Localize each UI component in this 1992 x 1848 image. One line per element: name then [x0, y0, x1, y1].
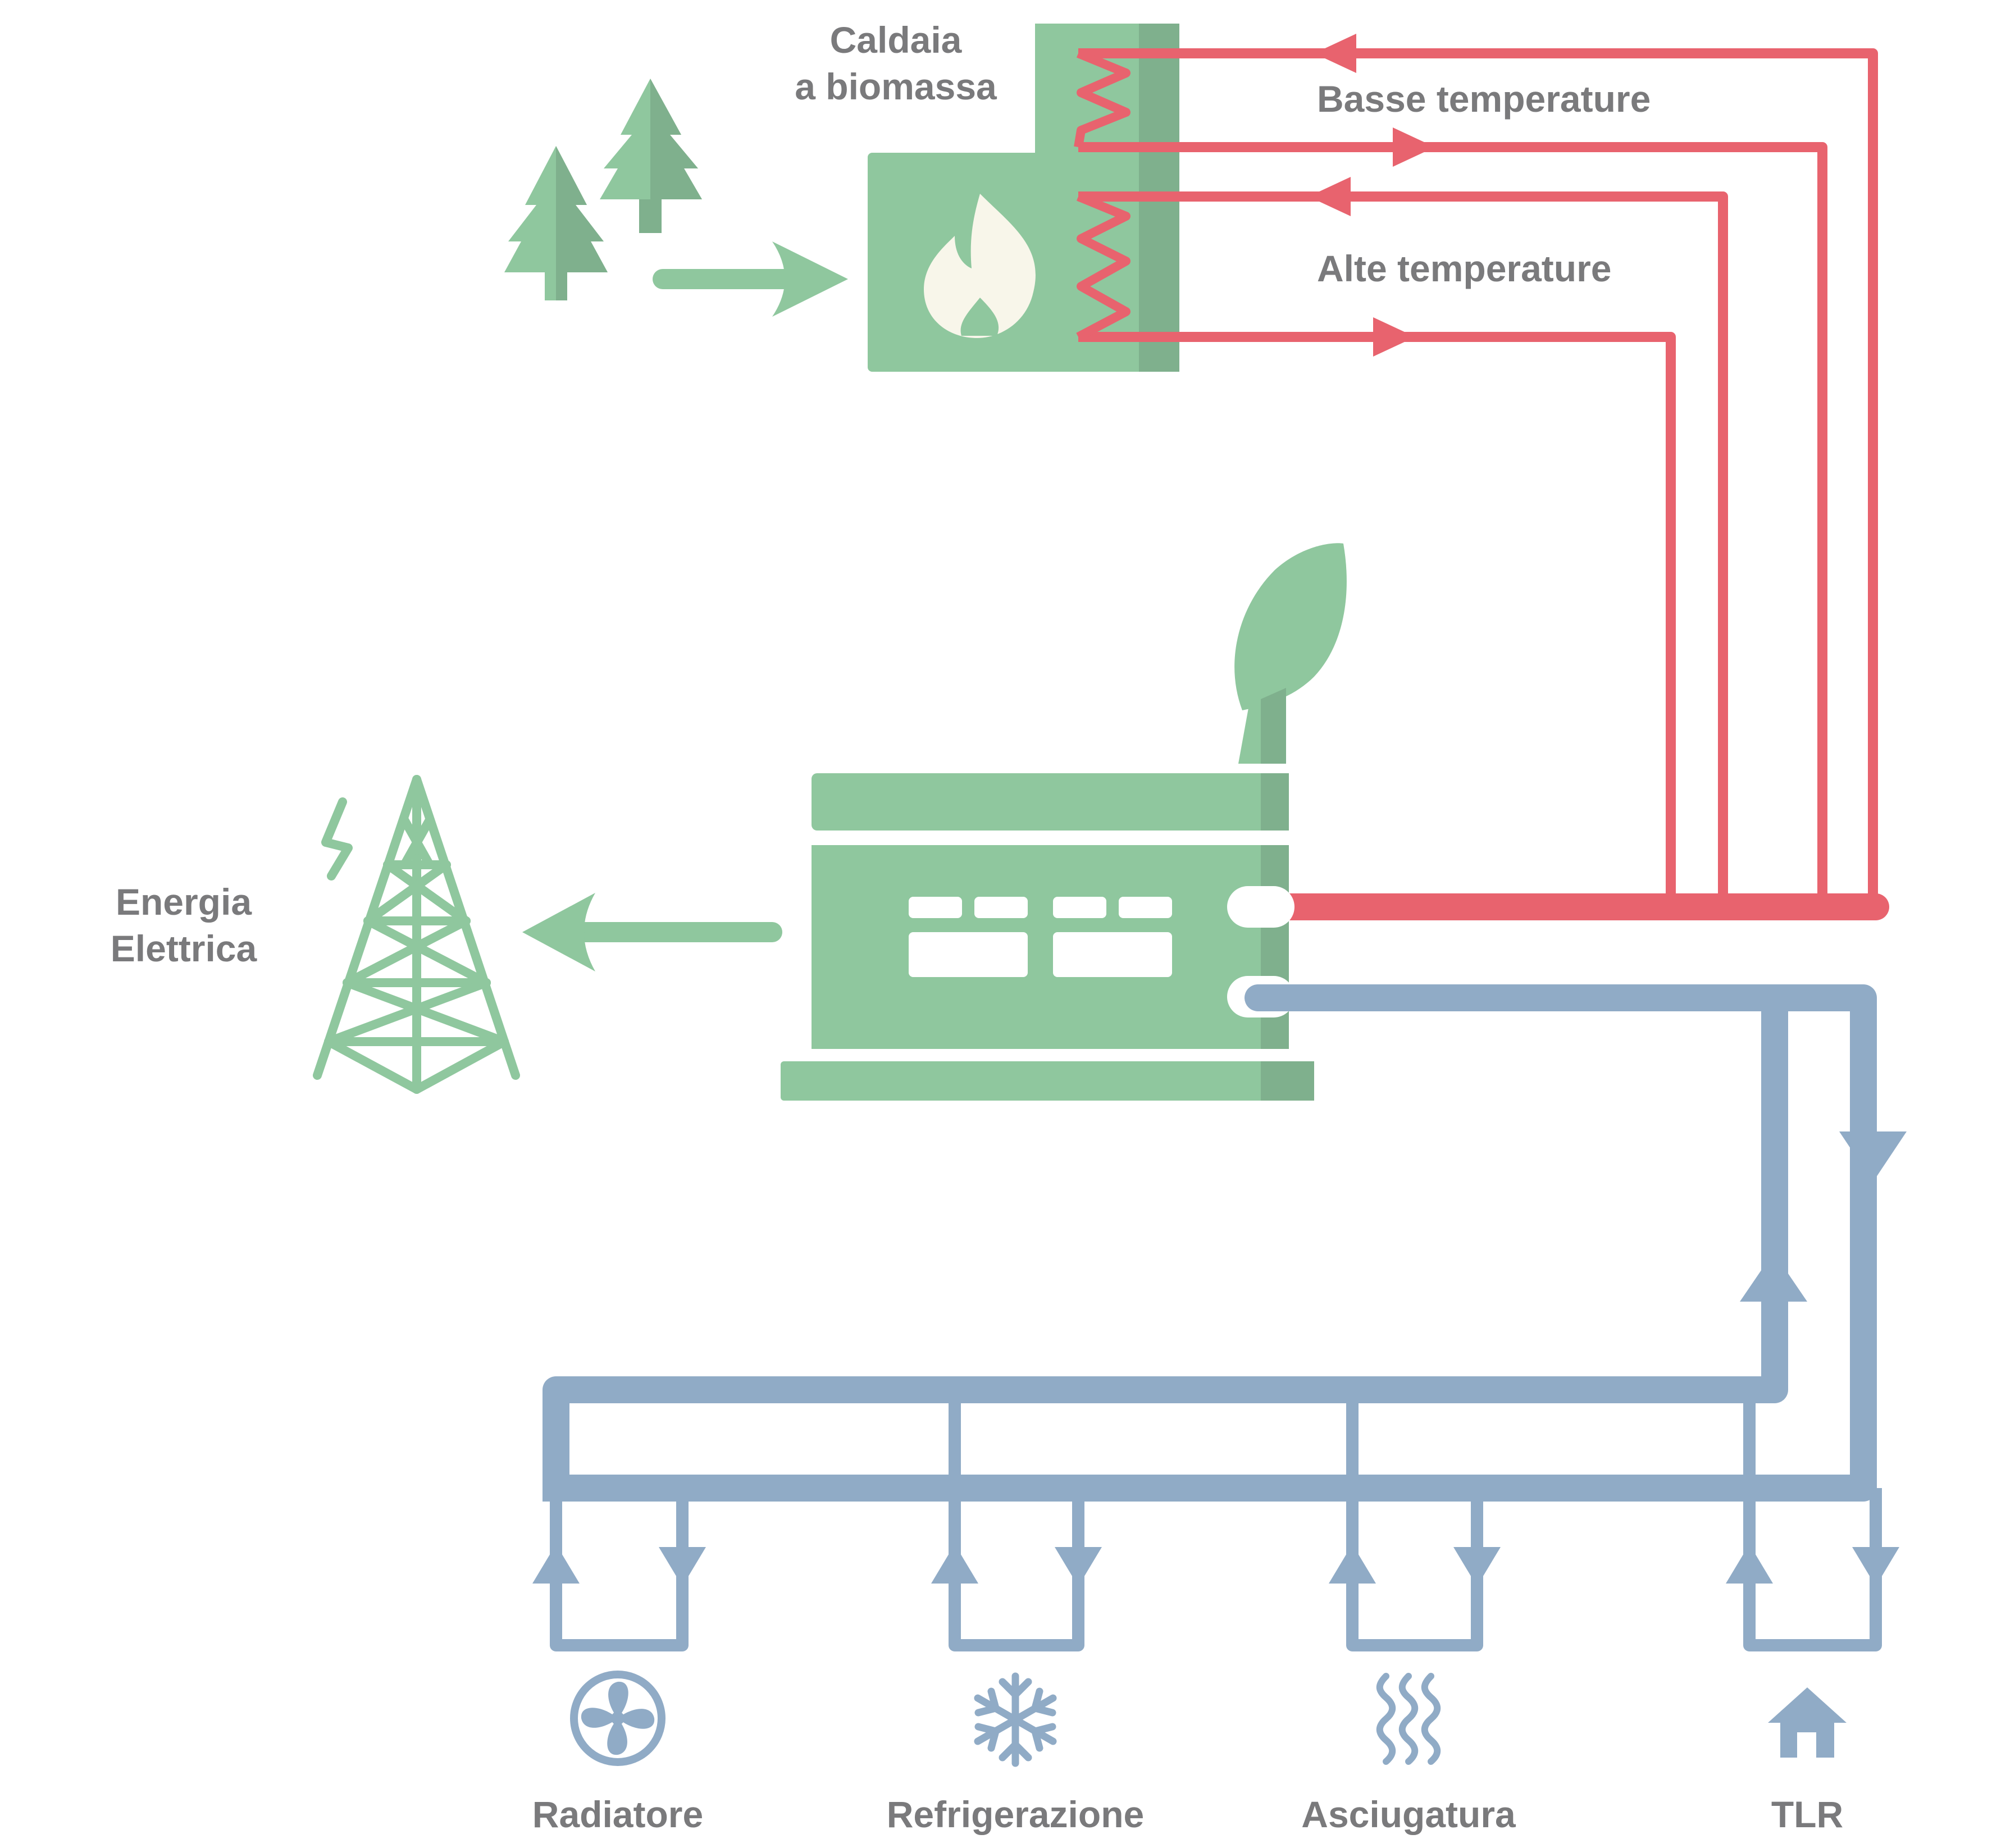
- hot-pipe-arrows: [1309, 34, 1435, 357]
- pine-trees-icon: [504, 79, 702, 300]
- consumer-label-refrigerazione: Refrigerazione: [886, 1794, 1145, 1835]
- fan-icon: [570, 1671, 665, 1766]
- heat-waves-icon: [1376, 1673, 1441, 1765]
- electricity-arrow: [522, 893, 782, 971]
- wood-supply-arrow: [653, 241, 848, 317]
- electric-energy-line2: Elettrica: [110, 927, 257, 969]
- consumer-label-tlr: TLR: [1771, 1794, 1844, 1835]
- pine-tree-front: [504, 146, 608, 300]
- boiler-label-line1: Caldaia: [829, 19, 962, 61]
- lightning-bolt-icon: [321, 797, 353, 880]
- electric-energy-label: Energia Elettrica: [111, 879, 257, 971]
- cold-pipe-arrows: [532, 1131, 1907, 1586]
- boiler-label-line2: a biomassa: [795, 65, 997, 107]
- boiler-label: Caldaia a biomassa: [795, 17, 997, 109]
- flame-icon: [924, 194, 1036, 338]
- leaf-icon: [1234, 543, 1347, 764]
- electric-energy-line1: Energia: [115, 881, 252, 923]
- high-temperature-label: Alte temperature: [1317, 248, 1612, 289]
- pine-tree-back: [600, 79, 702, 233]
- snowflake-icon: [974, 1672, 1057, 1767]
- cogeneration-plant-icon: [781, 773, 1314, 1101]
- house-icon: [1768, 1687, 1847, 1758]
- low-temperature-label: Basse temperature: [1317, 78, 1651, 120]
- consumer-label-radiatore: Radiatore: [532, 1794, 704, 1835]
- power-pylon-icon: [313, 775, 520, 1094]
- consumer-label-asciugatura: Asciugatura: [1301, 1794, 1516, 1835]
- control-panel: [909, 897, 1172, 977]
